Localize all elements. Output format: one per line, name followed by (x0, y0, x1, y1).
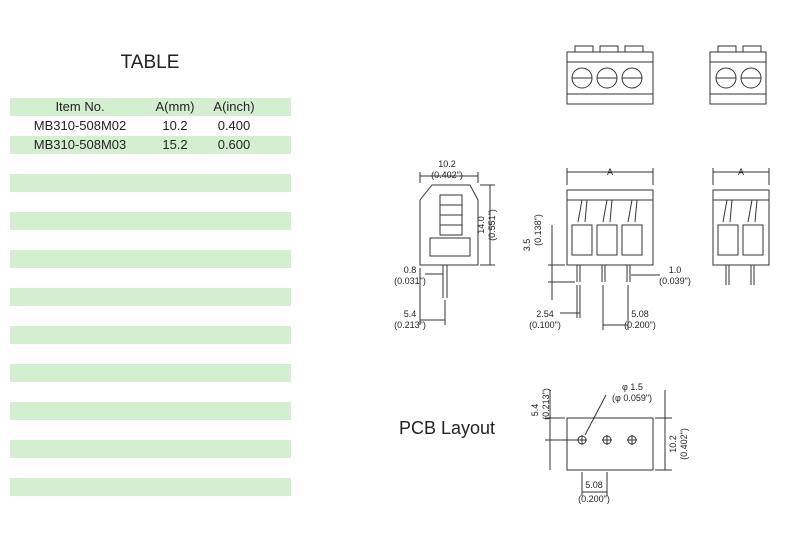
pin-dia-in: (0.031") (394, 276, 426, 286)
pitch-mm: 5.08 (631, 309, 649, 319)
pin-dia-mm: 0.8 (404, 265, 417, 275)
side-view (419, 172, 495, 325)
empty-stripe (10, 250, 291, 268)
pcb-offset-mm: 5.4 (530, 404, 540, 417)
empty-stripe (10, 288, 291, 306)
top-view-2pole (709, 45, 767, 105)
height-mm: 14.0 (476, 216, 486, 234)
front-view-2pole (712, 168, 770, 285)
table-row: MB310-508M03 15.2 0.600 (10, 136, 291, 154)
pcb-layout-title: PCB Layout (399, 418, 495, 438)
hole-dia-mm: φ 1.5 (622, 382, 643, 392)
pcb-height-mm: 10.2 (668, 435, 678, 453)
empty-stripe (10, 212, 291, 230)
table-row: MB310-508M02 10.2 0.400 (10, 117, 291, 135)
pcb-layout (545, 390, 672, 496)
pitch-in: (0.200") (624, 320, 656, 330)
table-header-row: Item No. A(mm) A(inch) (10, 98, 291, 116)
pcb-pitch-in: (0.200") (578, 494, 610, 504)
item-no-cell: MB310-508M02 (33, 118, 127, 133)
empty-stripe (10, 326, 291, 344)
pin-len-in: (0.138") (533, 214, 543, 246)
height-in: (0.551") (487, 209, 497, 241)
hole-dia-in: (φ 0.059") (612, 393, 652, 403)
pcb-pitch-mm: 5.08 (585, 480, 603, 490)
front-view-3pole (548, 168, 660, 330)
empty-stripe (10, 478, 291, 496)
pcb-height-in: (0.402") (679, 428, 689, 460)
item-no-cell: MB310-508M03 (33, 137, 127, 152)
pin-width-in: (0.039") (659, 276, 691, 286)
empty-stripe (10, 440, 291, 458)
pcb-offset-in: (0.213") (541, 388, 551, 420)
header-item-no: Item No. (55, 99, 105, 114)
pin-offset-in: (0.213") (394, 320, 426, 330)
pitch-small-mm: 2.54 (536, 309, 554, 319)
a-inch-cell: 0.400 (217, 118, 251, 133)
empty-stripe (10, 364, 291, 382)
a-inch-cell: 0.600 (217, 137, 251, 152)
pin-len-mm: 3.5 (522, 239, 532, 252)
empty-stripe (10, 402, 291, 420)
side-width-mm: 10.2 (438, 159, 456, 169)
side-width-in: (0.402") (431, 170, 463, 180)
header-a-inch: A(inch) (213, 99, 255, 114)
dim-a-2pole: A (738, 167, 744, 177)
pin-offset-mm: 5.4 (404, 309, 417, 319)
pitch-small-in: (0.100") (529, 320, 561, 330)
a-mm-cell: 10.2 (162, 118, 188, 133)
top-view-3pole (566, 45, 654, 105)
a-mm-cell: 15.2 (162, 137, 188, 152)
pin-width-mm: 1.0 (669, 265, 682, 275)
table-title: TABLE (120, 52, 180, 73)
header-a-mm: A(mm) (155, 99, 195, 114)
dim-a-3pole: A (607, 167, 613, 177)
empty-stripe (10, 174, 291, 192)
